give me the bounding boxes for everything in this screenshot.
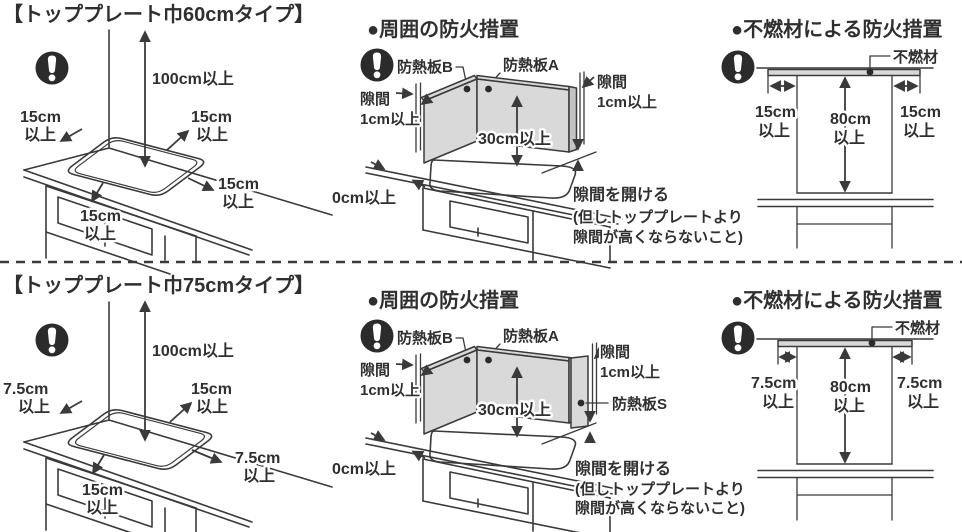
- material-label: 不燃材: [895, 319, 940, 337]
- heat-shield-panels: [420, 345, 589, 435]
- plate-s-marker: [577, 399, 585, 407]
- section-title: ●周囲の防火措置: [367, 17, 519, 41]
- dim-center-1: 80cm: [830, 379, 871, 396]
- dim-backright-1: 15cm: [191, 109, 232, 126]
- gap-lines-right: [579, 71, 585, 147]
- gap-left-1: 隙間: [360, 361, 390, 379]
- gap-left-2: 1cm以上: [360, 382, 420, 399]
- iso-clearance-diagram-60cm: 【トッププレート巾60cmタイプ】 100cm以上 15cm 以上 15cm 以…: [3, 2, 333, 275]
- section-title: ●不燃材による防火措置: [731, 288, 942, 312]
- dim-front-1: 15cm: [80, 208, 121, 225]
- dim-front-2: 以上: [84, 225, 116, 243]
- gap-note-1: 隙間を開ける: [573, 185, 669, 204]
- dim-front-2: 以上: [86, 499, 118, 517]
- noncombustible-strip: [767, 68, 921, 77]
- plate-b-marker: [463, 85, 471, 93]
- plate-s-label: 防熱板S: [612, 395, 667, 413]
- gap-right-2: 1cm以上: [597, 94, 657, 111]
- line-art: [756, 326, 934, 521]
- section-title: ●不燃材による防火措置: [731, 17, 942, 41]
- noncombustible-diagram-60cm: ●不燃材による防火措置 不燃材 15cm 以上 80cm 以上 15cm 以上: [721, 17, 943, 249]
- dimension-arrows: [778, 347, 912, 464]
- gap-right-1: 隙間: [600, 343, 630, 361]
- dim-above: 100cm以上: [152, 70, 234, 88]
- plate-b-marker: [463, 356, 471, 364]
- gap-note-2: (但しトッププレートより: [573, 208, 743, 226]
- material-marker: [866, 68, 874, 76]
- dimension-arrows: [370, 346, 607, 462]
- dim-frontright-1: 7.5cm: [235, 450, 280, 467]
- dim-front-1: 15cm: [82, 482, 123, 499]
- line-art: [756, 55, 934, 249]
- dim-right-1: 15cm: [900, 104, 941, 121]
- heat-shield-panels: [420, 74, 578, 164]
- dim-backright-1: 15cm: [191, 381, 232, 398]
- dim-right-2: 以上: [903, 122, 935, 140]
- dim-right-1: 7.5cm: [897, 375, 942, 392]
- dimension-arrows: [59, 30, 215, 203]
- dimension-arrows: [59, 300, 223, 475]
- plate-b-label: 防熱板B: [397, 329, 453, 347]
- dim-floor-gap: 0cm以上: [332, 189, 396, 207]
- dim-left-1: 7.5cm: [751, 375, 796, 392]
- attention-icon: [35, 51, 69, 85]
- dim-frontright-2: 以上: [243, 467, 275, 485]
- dim-backright-2: 以上: [196, 126, 228, 144]
- material-label: 不燃材: [893, 48, 938, 66]
- dim-left-1: 7.5cm: [3, 381, 48, 398]
- section-title: ●周囲の防火措置: [367, 288, 519, 312]
- row-title: 【トッププレート巾60cmタイプ】: [3, 2, 314, 26]
- gap-left-2: 1cm以上: [360, 111, 420, 128]
- dim-center-1: 80cm: [830, 111, 871, 128]
- plate-a-label: 防熱板A: [503, 56, 559, 74]
- line-art: [365, 66, 623, 269]
- dimension-arrows: [769, 76, 919, 193]
- dim-center-2: 以上: [833, 397, 865, 415]
- noncombustible-strip: [777, 339, 913, 348]
- line-art: [23, 29, 333, 275]
- dim-floor-gap: 0cm以上: [332, 460, 396, 478]
- dim-backright-2: 以上: [196, 398, 228, 416]
- dim-center-2: 以上: [833, 129, 865, 147]
- dim-left-1: 15cm: [20, 109, 61, 126]
- dim-right-2: 以上: [907, 393, 939, 411]
- gap-note-3: 隙間が高くならないこと): [573, 228, 743, 246]
- gap-left-1: 隙間: [360, 90, 390, 108]
- dim-frontright-1: 15cm: [218, 176, 259, 193]
- iso-clearance-diagram-75cm: 【トッププレート巾75cmタイプ】 100cm以上 7.5cm 以上 15cm …: [1, 273, 333, 532]
- dim-left-2: 以上: [24, 126, 56, 144]
- plate-a-marker: [485, 356, 492, 364]
- gap-note-3: 隙間が高くならないこと): [575, 499, 745, 517]
- attention-icon: [721, 50, 755, 84]
- dim-frontright-2: 以上: [222, 193, 254, 211]
- noncombustible-diagram-75cm: ●不燃材による防火措置 不燃材 7.5cm 以上 80cm 以上 7.5cm 以…: [721, 288, 945, 521]
- attention-icon: [35, 323, 69, 357]
- attention-icon: [721, 321, 755, 355]
- plate-b-label: 防熱板B: [397, 58, 453, 76]
- material-marker: [868, 339, 876, 347]
- plate-a-label: 防熱板A: [503, 327, 559, 345]
- dim-left-2: 以上: [758, 122, 790, 140]
- gap-note-2: (但しトッププレートより: [575, 480, 745, 498]
- plate-a-marker: [485, 85, 492, 93]
- gap-right-1: 隙間: [597, 73, 627, 91]
- row-title: 【トッププレート巾75cmタイプ】: [3, 273, 314, 297]
- dim-height: 30cm以上: [478, 401, 551, 419]
- dim-above: 100cm以上: [152, 342, 234, 360]
- dim-left-1: 15cm: [755, 104, 796, 121]
- dim-left-2: 以上: [18, 398, 50, 416]
- row-divider: [0, 260, 962, 264]
- dim-left-2: 以上: [762, 393, 794, 411]
- attention-icon: [360, 48, 394, 82]
- attention-icon: [360, 319, 394, 353]
- line-art: [23, 301, 333, 532]
- line-art: [365, 337, 623, 532]
- dimension-arrows: [370, 75, 595, 191]
- surround-fireproof-diagram-60cm: ●周囲の防火措置: [330, 17, 745, 269]
- dim-height: 30cm以上: [478, 130, 551, 148]
- gap-note-1: 隙間を開ける: [575, 459, 671, 478]
- surround-fireproof-diagram-75cm: ●周囲の防火措置: [330, 288, 747, 532]
- gap-right-2: 1cm以上: [600, 364, 660, 381]
